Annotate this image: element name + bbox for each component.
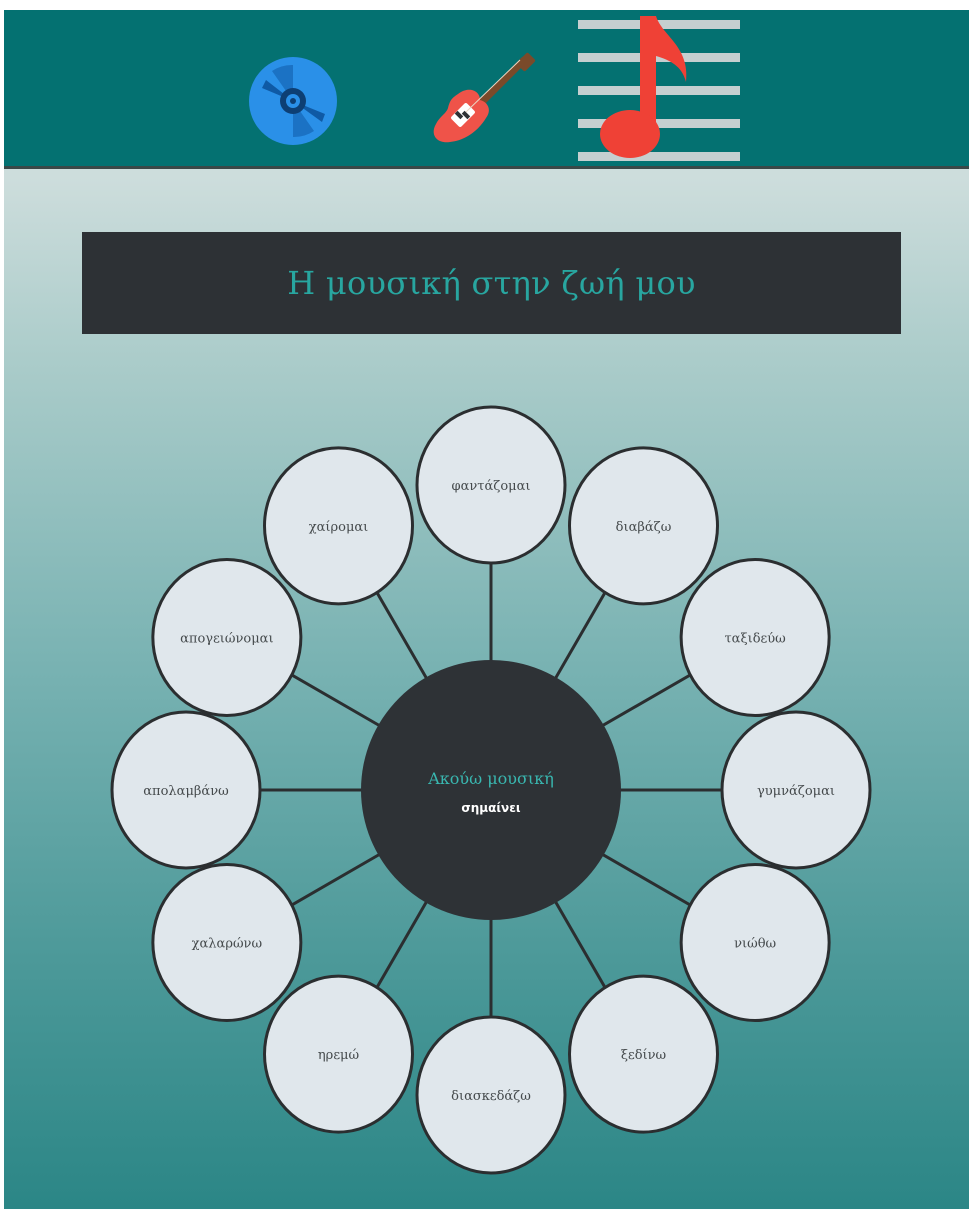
petal-label: χαλαρώνω — [192, 937, 262, 952]
petal-node — [568, 974, 719, 1134]
petal-label: απολαμβάνω — [143, 784, 228, 799]
petal-node — [679, 863, 831, 1022]
petal-node — [151, 558, 303, 717]
petal-label: χαίρομαι — [309, 520, 369, 535]
petal-label: διαβάζω — [616, 520, 672, 535]
petal-node — [568, 446, 719, 606]
title-banner: Η μουσική στην ζωή μου — [82, 232, 901, 334]
music-note-staff-icon — [578, 16, 740, 161]
petal-label: ξεδίνω — [621, 1048, 666, 1063]
petal-label: γυμνάζομαι — [757, 784, 835, 799]
petal-node — [151, 863, 303, 1022]
petal-label: απογειώνομαι — [180, 632, 273, 647]
petal-node — [263, 974, 414, 1134]
petal-node — [679, 558, 831, 717]
electric-guitar-icon — [433, 52, 536, 143]
petal-label: διασκεδάζω — [451, 1089, 531, 1104]
mind-map-diagram: Ακούω μουσική σημαίνει φαντάζομαι διαβάζω τα… — [110, 405, 872, 1175]
petal-label: ταξιδεύω — [724, 632, 785, 647]
center-node-subtitle: σημαίνει — [461, 801, 520, 815]
header-bar — [4, 10, 969, 169]
petal-node — [415, 1015, 567, 1175]
petal-node — [720, 710, 872, 870]
page-title: Η μουσική στην ζωή μου — [287, 264, 696, 302]
disc-icon — [249, 57, 337, 145]
petal-node — [110, 710, 262, 870]
center-node-title: Ακούω μουσική — [427, 769, 554, 788]
petal-label: ηρεμώ — [318, 1048, 359, 1063]
center-node — [361, 660, 621, 920]
petal-node — [263, 446, 414, 606]
petal-node — [415, 405, 567, 565]
petal-label: φαντάζομαι — [452, 479, 531, 494]
page-background: Η μουσική στην ζωή μου Ακούω μουσική σημα… — [4, 10, 969, 1209]
petal-label: νιώθω — [734, 937, 776, 952]
